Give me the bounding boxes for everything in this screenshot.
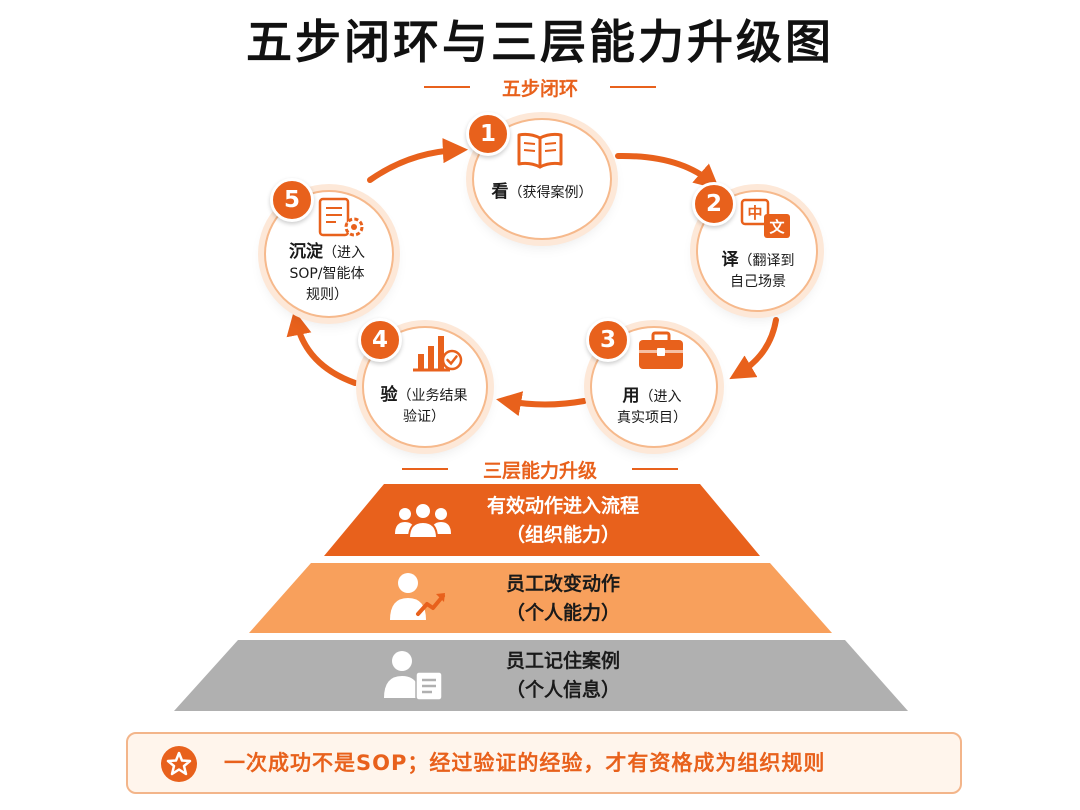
tier-bottom-line1: 员工记住案例 [505, 650, 620, 672]
step-3-detail-2: 真实项目） [617, 410, 687, 426]
step-3-label: 用（进入 真实项目） [596, 386, 708, 429]
step-5-detail-1: （进入 [323, 245, 365, 261]
step-1-label: 看（获得案例） [472, 182, 612, 204]
step-1-name: 看 [491, 182, 509, 202]
open-book-icon [517, 132, 563, 169]
banner-text: 一次成功不是SOP；经过验证的经验，才有资格成为组织规则 [224, 751, 826, 775]
tiers-heading-right-line [632, 468, 678, 470]
loop-heading: 五步闭环 [501, 78, 578, 100]
step-4-detail-2: 验证） [403, 409, 445, 425]
person-growth-icon [390, 573, 445, 620]
step-2-name: 译 [721, 250, 739, 270]
step-1-badge: 1 [466, 112, 510, 156]
tier-top-line1: 有效动作进入流程 [486, 495, 639, 517]
document-gear-icon [318, 197, 364, 237]
step-2-badge: 2 [692, 182, 736, 226]
translate-icon-zh: 中 [747, 204, 762, 222]
loop-heading-left-line [424, 86, 470, 88]
group-people-icon [395, 502, 451, 539]
person-document-icon [384, 651, 443, 701]
tiers-heading-left-line [402, 468, 448, 470]
arrow-1-to-2 [615, 152, 720, 190]
arrow-4-to-5 [286, 310, 358, 386]
step-2-label: 译（翻译到 自己场景 [704, 250, 812, 293]
loop-heading-right-line [610, 86, 656, 88]
step-5-label: 沉淀（进入 SOP/智能体 规则） [272, 242, 382, 306]
step-4-badge: 4 [358, 318, 402, 362]
tier-bottom-shape [174, 640, 908, 711]
step-4-detail-1: （业务结果 [397, 388, 468, 404]
tier-middle-text: 员工改变动作 （个人能力） [450, 570, 676, 628]
bar-chart-check-icon [413, 336, 463, 372]
step-5-detail-2: SOP/智能体 [289, 266, 365, 282]
step-1-detail: （获得案例） [508, 185, 593, 201]
translate-icon: 中 文 [740, 198, 790, 238]
step-5-name: 沉淀 [289, 242, 323, 262]
loop-arrows [286, 138, 779, 417]
step-3-detail-1: （进入 [639, 389, 682, 405]
step-2-detail-1: （翻译到 [738, 253, 795, 269]
tier-top-line2: （组织能力） [505, 524, 620, 546]
translate-icon-wen: 文 [769, 218, 785, 236]
step-4-name: 验 [380, 385, 398, 405]
step-3-name: 用 [622, 386, 640, 406]
step-3-badge: 3 [586, 318, 630, 362]
step-2-detail-2: 自己场景 [730, 274, 786, 290]
arrow-2-to-3 [729, 317, 779, 380]
tier-middle-line1: 员工改变动作 [505, 573, 620, 595]
summary-banner: 一次成功不是SOP；经过验证的经验，才有资格成为组织规则 [126, 732, 962, 794]
tier-bottom-text: 员工记住案例 （个人信息） [450, 647, 676, 705]
step-4-label: 验（业务结果 验证） [362, 385, 486, 428]
tier-middle-line2: （个人能力） [505, 602, 620, 624]
tier-top-text: 有效动作进入流程 （组织能力） [450, 492, 676, 550]
tier-bottom-line2: （个人信息） [505, 679, 620, 701]
arrow-3-to-4 [496, 391, 587, 417]
tiers-heading: 三层能力升级 [482, 460, 597, 482]
step-5-badge: 5 [270, 178, 314, 222]
briefcase-icon [639, 331, 683, 369]
arrow-5-to-1 [367, 138, 469, 183]
page-title: 五步闭环与三层能力升级图 [246, 15, 834, 69]
step-5-detail-3: 规则） [306, 287, 348, 303]
star-icon [161, 746, 197, 782]
